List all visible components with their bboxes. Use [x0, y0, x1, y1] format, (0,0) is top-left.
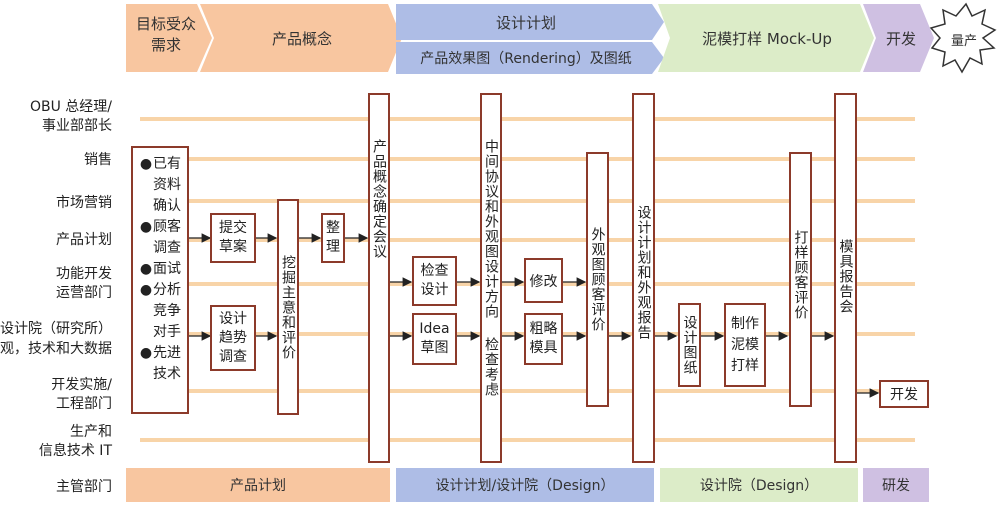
design-trend-box: 设计趋势调查 [210, 305, 256, 371]
list-item: ●顾客调查 [139, 219, 181, 256]
mid-agreement-box: 中间协议和外观图设计方向 检查考虑 [480, 93, 502, 463]
row-label-sales: 销售 [84, 152, 112, 168]
phase-develop: 开发 [885, 30, 916, 48]
lane-line [140, 157, 915, 161]
phase-shape-rendering [396, 42, 664, 74]
row-label-marketing: 市场营销 [56, 195, 112, 211]
phase-shape-design-plan [396, 4, 664, 40]
submit-draft-box: 提交草案 [210, 213, 256, 263]
concept-meeting-box: 产品概念确定会议 [368, 93, 390, 463]
phase-mockup: 泥模打样 Mock-Up [702, 30, 832, 48]
row-label-design-institute: 设计院（研究所） [0, 321, 112, 337]
develop-box: 开发 [879, 380, 929, 408]
phase-shape-audience [126, 4, 212, 72]
list-item: ●面试 [139, 261, 181, 277]
design-drawing-box: 设计图纸 [678, 303, 701, 387]
idea-drawing-box: Idea 草图 [412, 313, 457, 365]
list-item: ●先进技术 [139, 345, 181, 382]
list-item: ●已有资料确认 [139, 156, 181, 214]
rough-model-box: 粗略模具 [524, 313, 563, 365]
dept-product-plan: 产品计划 [126, 468, 390, 502]
design-plan-report-box: 设计计划和外观报告 [632, 93, 655, 463]
row-label-function-dev: 功能开发 运营部门 [56, 266, 112, 301]
row-label-obu: OBU 总经理/ 事业部部长 [29, 99, 112, 134]
mid-agreement-text: 中间协议和外观图设计方向 [483, 139, 499, 319]
row-label-engineering: 开发实施/ 工程部门 [51, 377, 112, 412]
row-label-product-plan: 产品计划 [56, 232, 112, 248]
list-item: ●分析竞争对手 [139, 282, 181, 340]
dept-design-plan: 设计计划/设计院（Design） [396, 468, 654, 502]
check-review-text: 检查考虑 [483, 337, 499, 397]
mass-production-star-icon [929, 2, 997, 74]
row-label-department: 主管部门 [56, 479, 112, 495]
mining-evaluation-box: 挖掘主意和评价 [277, 199, 299, 415]
phase-banner [126, 2, 997, 74]
research-list-box: ●已有资料确认 ●顾客调查 ●面试 ●分析竞争对手 ●先进技术 [131, 146, 189, 414]
dept-design-institute: 设计院（Design） [660, 468, 858, 502]
lane-line [140, 238, 915, 242]
phase-shape-mockup [658, 4, 874, 72]
lane-line [140, 117, 915, 121]
phase-shape-develop [863, 4, 934, 72]
row-label-design-institute-sub: 外观，技术和大数据 [0, 341, 112, 357]
model-report-box: 模具报告会 [834, 93, 857, 463]
make-clay-model-box: 制作泥模打样 [724, 303, 766, 387]
phase-audience-needs: 目标受众 需求 [135, 15, 196, 54]
prototype-review-box: 打样顾客评价 [789, 152, 812, 407]
lane-line [140, 199, 915, 203]
phase-design-plan: 设计计划 [495, 14, 556, 32]
dept-rnd: 研发 [863, 468, 929, 502]
lane-line [140, 438, 915, 442]
phase-shape-concept [200, 4, 402, 72]
appearance-review-box: 外观图顾客评价 [586, 152, 609, 407]
organize-box: 整理 [321, 213, 345, 263]
lane-line [140, 389, 915, 393]
check-design-box: 检查设计 [412, 256, 457, 306]
row-label-production-it: 生产和 信息技术 IT [38, 424, 112, 459]
modify-box: 修改 [524, 258, 563, 303]
phase-rendering: 产品效果图（Rendering）及图纸 [420, 51, 632, 67]
phase-mass-production: 量产 [950, 34, 977, 49]
phase-product-concept: 产品概念 [271, 30, 332, 48]
